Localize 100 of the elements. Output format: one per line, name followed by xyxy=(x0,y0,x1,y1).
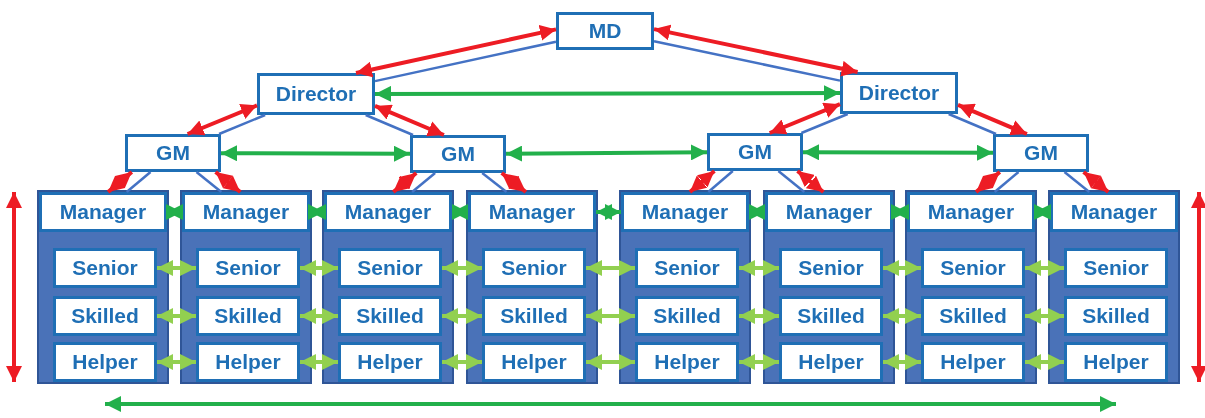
team-panel xyxy=(1048,190,1180,384)
double-arrow xyxy=(1191,192,1205,382)
double-arrow xyxy=(768,102,841,135)
connector-line xyxy=(800,112,849,135)
double-arrow xyxy=(596,204,621,220)
double-arrow xyxy=(957,103,1028,136)
double-arrow xyxy=(1025,260,1064,276)
double-arrow xyxy=(1025,308,1064,324)
double-arrow xyxy=(891,204,909,220)
double-arrow xyxy=(506,144,707,162)
role-box: Helper xyxy=(779,342,883,382)
role-box: Skilled xyxy=(921,296,1025,336)
double-arrow xyxy=(739,260,779,276)
double-arrow xyxy=(374,104,445,137)
double-arrow xyxy=(308,204,326,220)
connector-line xyxy=(1063,171,1091,193)
role-box: Skilled xyxy=(196,296,300,336)
double-arrow xyxy=(883,354,921,370)
double-arrow xyxy=(803,144,993,161)
connector-line xyxy=(993,171,1020,193)
role-box: Helper xyxy=(482,342,586,382)
team-panel xyxy=(37,190,169,384)
role-box: GM xyxy=(125,134,221,172)
team-panel xyxy=(763,190,895,384)
role-box: Manager xyxy=(907,192,1035,232)
role-box: GM xyxy=(707,133,803,171)
double-arrow xyxy=(106,170,134,194)
double-arrow xyxy=(653,24,858,77)
role-box: Skilled xyxy=(53,296,157,336)
role-box: Helper xyxy=(53,342,157,382)
double-arrow xyxy=(157,308,196,324)
double-arrow xyxy=(452,204,468,220)
role-box: Helper xyxy=(338,342,442,382)
role-box: Director xyxy=(840,72,958,114)
double-arrow xyxy=(442,308,482,324)
role-box: Manager xyxy=(182,192,310,232)
role-box: Helper xyxy=(1064,342,1168,382)
double-arrow xyxy=(739,354,779,370)
double-arrow xyxy=(1025,354,1064,370)
role-box: Skilled xyxy=(1064,296,1168,336)
double-arrow xyxy=(586,354,635,370)
double-arrow xyxy=(749,204,765,220)
connector-line xyxy=(218,113,266,136)
role-box: Senior xyxy=(635,248,739,288)
role-box: Helper xyxy=(196,342,300,382)
team-panel xyxy=(322,190,454,384)
connector-line xyxy=(365,113,414,137)
role-box: Skilled xyxy=(482,296,586,336)
role-box: Senior xyxy=(1064,248,1168,288)
role-box: Senior xyxy=(196,248,300,288)
double-arrow xyxy=(105,396,1116,412)
connector-line xyxy=(777,170,806,193)
connector-line xyxy=(195,171,223,193)
role-box: Helper xyxy=(635,342,739,382)
role-box: Director xyxy=(257,73,375,115)
double-arrow xyxy=(214,170,242,194)
double-arrow xyxy=(157,260,196,276)
role-box: Senior xyxy=(482,248,586,288)
connector-line xyxy=(411,172,436,193)
connector-line xyxy=(948,112,997,136)
double-arrow xyxy=(883,308,921,324)
double-arrow xyxy=(300,354,338,370)
connector-line xyxy=(481,172,508,193)
double-arrow xyxy=(1034,204,1051,220)
connector-line xyxy=(374,40,557,83)
role-box: Manager xyxy=(765,192,893,232)
double-arrow xyxy=(300,308,338,324)
role-box: Helper xyxy=(921,342,1025,382)
role-box: Senior xyxy=(779,248,883,288)
double-arrow xyxy=(974,170,1002,194)
role-box: Senior xyxy=(921,248,1025,288)
double-arrow xyxy=(186,103,258,136)
double-arrow xyxy=(586,260,635,276)
double-arrow xyxy=(6,192,22,382)
role-box: Skilled xyxy=(338,296,442,336)
double-arrow xyxy=(166,204,183,220)
double-arrow xyxy=(375,85,840,102)
double-arrow xyxy=(586,308,635,324)
double-arrow xyxy=(796,169,825,194)
double-arrow xyxy=(1082,170,1110,194)
double-arrow xyxy=(500,171,528,194)
role-box: Senior xyxy=(338,248,442,288)
double-arrow xyxy=(300,260,338,276)
double-arrow xyxy=(392,171,418,194)
double-arrow xyxy=(442,260,482,276)
team-panel xyxy=(180,190,312,384)
connector-line xyxy=(125,171,152,193)
double-arrow xyxy=(157,354,196,370)
connector-line xyxy=(707,170,734,193)
role-box: Manager xyxy=(1050,192,1178,232)
role-box: Manager xyxy=(39,192,167,232)
team-panel xyxy=(619,190,751,384)
team-panel xyxy=(466,190,598,384)
double-arrow xyxy=(739,308,779,324)
double-arrow xyxy=(221,145,410,162)
role-box: GM xyxy=(410,135,506,173)
role-box: MD xyxy=(556,12,654,50)
team-panel xyxy=(905,190,1037,384)
role-box: GM xyxy=(993,134,1089,172)
role-box: Manager xyxy=(468,192,596,232)
